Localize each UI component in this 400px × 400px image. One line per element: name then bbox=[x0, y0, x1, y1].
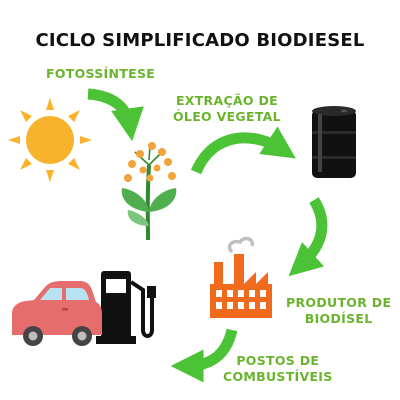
oil-barrel-icon bbox=[312, 106, 356, 178]
label-fotossintese: FOTOSSÍNTESE bbox=[46, 66, 155, 82]
arrow-to-producer bbox=[288, 197, 328, 277]
arrow-to-stations bbox=[170, 328, 238, 383]
arrow-oil-extraction bbox=[190, 126, 296, 175]
label-produtor: PRODUTOR DE BIODÍSEL bbox=[286, 295, 391, 328]
plant-icon bbox=[121, 142, 177, 241]
label-postos-line2: COMBUSTÍVEIS bbox=[223, 369, 333, 385]
label-extracao-line2: ÓLEO VEGETAL bbox=[173, 109, 281, 125]
car-icon bbox=[12, 281, 102, 346]
label-extracao-oleo: EXTRAÇÃO DE ÓLEO VEGETAL bbox=[173, 93, 281, 126]
fuel-pump-icon bbox=[96, 271, 156, 344]
label-fotossintese-text: FOTOSSÍNTESE bbox=[46, 66, 156, 81]
sun-icon bbox=[8, 98, 92, 182]
arrow-photosynthesis bbox=[87, 88, 144, 142]
label-extracao-line1: EXTRAÇÃO DE bbox=[175, 93, 278, 108]
diagram-title: CICLO SIMPLIFICADO BIODIESEL bbox=[35, 30, 365, 51]
factory-icon bbox=[210, 236, 272, 318]
label-produtor-line2: BIODÍSEL bbox=[304, 311, 373, 327]
label-produtor-line1: PRODUTOR DE bbox=[286, 295, 392, 310]
label-postos: POSTOS DE COMBUSTÍVEIS bbox=[223, 353, 333, 386]
label-postos-line1: POSTOS DE bbox=[236, 353, 320, 368]
